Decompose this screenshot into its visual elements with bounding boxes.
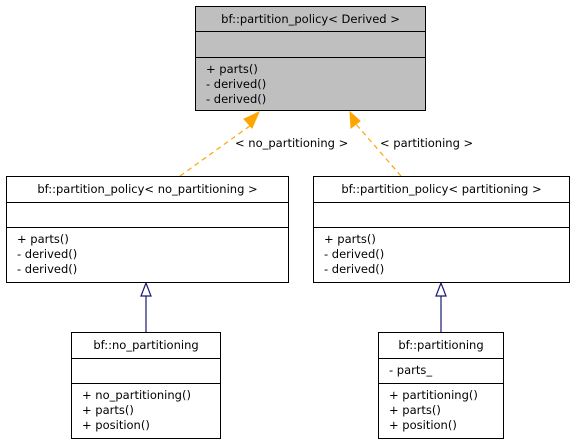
inheritance-arrowhead-right [435, 281, 447, 297]
class-operations: + parts() - derived() - derived() [7, 227, 288, 281]
class-operations: + partitioning() + parts() + position() [379, 383, 503, 437]
class-attributes [314, 202, 569, 227]
class-box-partition-policy-partitioning[interactable]: bf::partition_policy< partitioning > + p… [313, 176, 570, 283]
template-edge-no-partitioning [179, 122, 255, 177]
template-edge-partitioning [354, 122, 402, 177]
operation: + position() [389, 418, 457, 432]
class-title: bf::partition_policy< Derived > [221, 12, 400, 26]
inheritance-arrowhead-left [140, 281, 152, 297]
attribute: - parts_ [389, 363, 433, 377]
class-box-no-partitioning[interactable]: bf::no_partitioning + no_partitioning() … [71, 332, 221, 439]
operation: - derived() [324, 247, 385, 261]
operation: + parts() [389, 403, 441, 417]
operation: + no_partitioning() [82, 388, 191, 402]
class-box-partitioning[interactable]: bf::partitioning - parts_ + partitioning… [378, 332, 504, 439]
class-title: bf::partitioning [398, 338, 484, 352]
operation: - derived() [206, 77, 267, 91]
class-title: bf::partition_policy< no_partitioning > [37, 182, 258, 196]
class-attributes [72, 358, 220, 383]
operation: + partitioning() [389, 388, 478, 402]
operation: - derived() [17, 247, 78, 261]
class-title: bf::partition_policy< partitioning > [341, 182, 542, 196]
class-attributes: - parts_ [379, 358, 503, 383]
class-box-partition-policy-derived[interactable]: bf::partition_policy< Derived > + parts(… [195, 6, 426, 111]
operation: + parts() [206, 62, 258, 76]
class-attributes [196, 31, 425, 57]
operation: + parts() [82, 403, 134, 417]
class-operations: + parts() - derived() - derived() [314, 227, 569, 281]
template-label-right: < partitioning > [380, 136, 474, 150]
class-operations: + parts() - derived() - derived() [196, 57, 425, 111]
template-arrowhead-left [243, 110, 260, 129]
class-box-partition-policy-no-partitioning[interactable]: bf::partition_policy< no_partitioning > … [6, 176, 289, 283]
operation: - derived() [324, 262, 385, 276]
template-label-left: < no_partitioning > [235, 136, 349, 150]
operation: + parts() [17, 232, 69, 246]
operation: - derived() [206, 92, 267, 106]
class-attributes [7, 202, 288, 227]
operation: + parts() [324, 232, 376, 246]
class-title: bf::no_partitioning [93, 338, 199, 352]
operation: + position() [82, 418, 150, 432]
class-operations: + no_partitioning() + parts() + position… [72, 383, 220, 437]
operation: - derived() [17, 262, 78, 276]
template-arrowhead-right [349, 110, 361, 129]
